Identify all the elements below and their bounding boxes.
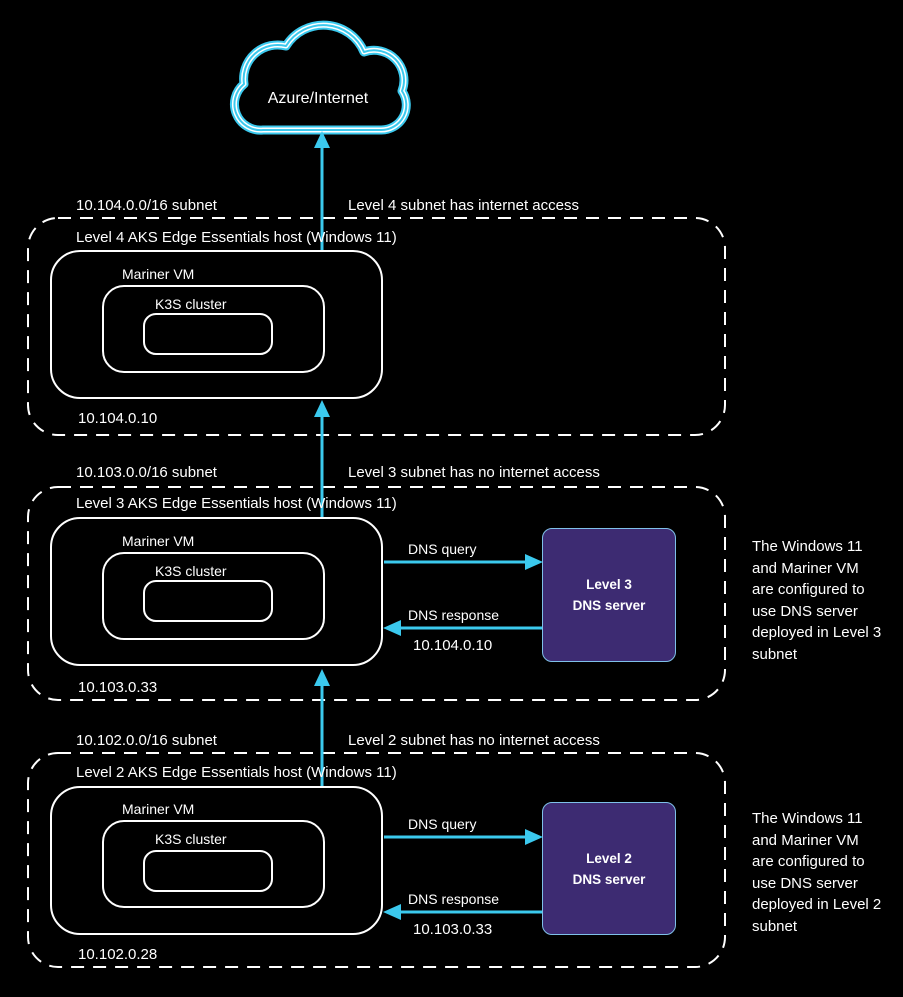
- mariner-vm-label-level4: Mariner VM: [122, 266, 195, 282]
- host-box-level3: [50, 517, 383, 666]
- subnet-level2-boundary: [27, 752, 726, 968]
- dns-server-role-level2: DNS server: [572, 871, 646, 887]
- mariner-vm-label-level2: Mariner VM: [122, 801, 195, 817]
- mariner-vm-box-level4: [102, 285, 325, 373]
- side-note-level3: The Windows 11 and Mariner VM are config…: [752, 538, 882, 663]
- mariner-vm-label-level3: Mariner VM: [122, 533, 195, 549]
- k3s-cluster-label-level2: K3S cluster: [155, 831, 227, 847]
- dns-server-name-level2: Level 2: [586, 850, 632, 866]
- mariner-vm-box-level2: [102, 820, 325, 908]
- dns-response-label-level2: DNS response: [408, 891, 500, 907]
- subnet-access-label-level2: Level 2 subnet has no internet access: [348, 732, 600, 749]
- host-ip-label-level4: 10.104.0.10: [78, 410, 158, 427]
- dns-server-box-level3: Level 3 DNS server: [542, 528, 676, 662]
- dns-response-label-level3: DNS response: [408, 607, 500, 623]
- host-ip-label-level2: 10.102.0.28: [78, 946, 158, 963]
- host-ip-label-level3: 10.103.0.33: [78, 679, 158, 696]
- k3s-cluster-box-level3: [143, 580, 273, 622]
- cloud-icon: [230, 20, 411, 135]
- dns-response-ip-level2: 10.103.0.33: [413, 921, 493, 938]
- azure-internet-label: Azure/Internet: [267, 90, 369, 107]
- subnet-access-label-level4: Level 4 subnet has internet access: [348, 197, 579, 214]
- host-title-level4: Level 4 AKS Edge Essentials host (Window…: [76, 229, 397, 246]
- host-box-level4: [50, 250, 383, 399]
- k3s-cluster-box-level2: [143, 850, 273, 892]
- dns-server-name-level3: Level 3: [586, 577, 632, 592]
- dns-query-arrow-level3: [384, 554, 543, 570]
- mariner-vm-box-level3: [102, 552, 325, 640]
- subnet-level3-boundary: [27, 486, 726, 701]
- dns-query-label-level3: DNS query: [408, 541, 477, 557]
- k3s-cluster-label-level3: K3S cluster: [155, 563, 227, 579]
- k3s-cluster-label-level4: K3S cluster: [155, 296, 227, 312]
- dns-response-ip-level3: 10.104.0.10: [413, 637, 493, 654]
- dns-query-label-level2: DNS query: [408, 816, 477, 832]
- subnet-level4-boundary: [27, 217, 726, 436]
- subnet-access-label-level3: Level 3 subnet has no internet access: [348, 464, 600, 481]
- dns-server-box-level2: Level 2 DNS server: [542, 802, 676, 935]
- host-title-level2: Level 2 AKS Edge Essentials host (Window…: [76, 764, 397, 781]
- subnet-cidr-label-level2: 10.102.0.0/16 subnet: [76, 732, 217, 749]
- uplink-arrow-level3-to-level4: [314, 400, 330, 517]
- subnet-cidr-label-level4: 10.104.0.0/16 subnet: [76, 197, 217, 214]
- host-box-level2: [50, 786, 383, 935]
- dns-response-arrow-level3: [383, 620, 542, 636]
- subnet-cidr-label-level3: 10.103.0.0/16 subnet: [76, 464, 217, 481]
- dns-response-arrow-level2: [383, 904, 542, 920]
- dns-server-role-level3: DNS server: [572, 598, 646, 613]
- uplink-arrow-level4-to-cloud: [314, 131, 330, 250]
- uplink-arrow-level2-to-level3: [314, 669, 330, 786]
- k3s-cluster-box-level4: [143, 313, 273, 355]
- host-title-level3: Level 3 AKS Edge Essentials host (Window…: [76, 495, 397, 512]
- side-note-level2: The Windows 11 and Mariner VM are config…: [752, 810, 882, 935]
- dns-query-arrow-level2: [384, 829, 543, 845]
